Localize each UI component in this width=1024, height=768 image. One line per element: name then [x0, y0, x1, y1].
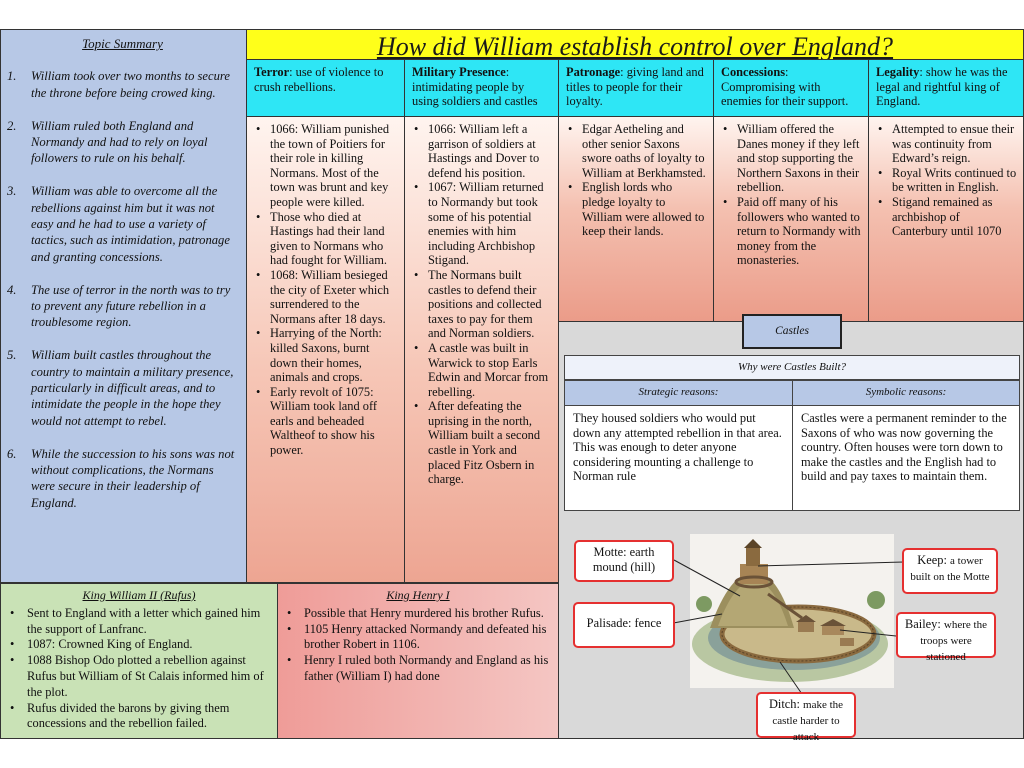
- list-item: 1067: William returned to Normandy but t…: [411, 180, 552, 268]
- list-item: 1066: William punished the town of Poiti…: [253, 122, 398, 210]
- ditch-label: Ditch: make the castle harder to attack: [756, 692, 856, 743]
- category-description: : use of violence to crush rebellions.: [254, 65, 384, 94]
- keep-label-term: Keep:: [917, 553, 947, 567]
- list-item: English lords who pledge loyalty to Will…: [565, 180, 707, 238]
- motte-label: Motte: earth mound (hill): [574, 540, 674, 582]
- king-henry-i-points: Possible that Henry murdered his brother…: [286, 606, 550, 685]
- military-presence-points: 1066: William left a garrison of soldier…: [411, 122, 552, 487]
- terror-details: 1066: William punished the town of Poiti…: [246, 116, 405, 583]
- summary-item-number: 2.: [7, 118, 17, 133]
- category-term: Military Presence: [412, 65, 506, 79]
- summary-item-number: 5.: [7, 348, 17, 363]
- list-item: After defeating the uprising in the nort…: [411, 399, 552, 487]
- category-description: : intimidating people by using soldiers …: [412, 65, 538, 109]
- topic-summary-list: 1. William took over two months to secure…: [7, 68, 238, 511]
- symbolic-reasons-heading: Symbolic reasons:: [792, 380, 1020, 406]
- summary-item-number: 4.: [7, 282, 17, 297]
- king-william-ii-points: Sent to England with a letter which gain…: [9, 606, 269, 732]
- bailey-label: Bailey: where the troops were stationed: [896, 612, 996, 663]
- bailey-label-description: where the troops were stationed: [920, 619, 987, 663]
- summary-item: 3. William was able to overcome all the r…: [7, 183, 238, 265]
- strategic-reasons-text: They housed soldiers who would put down …: [564, 405, 793, 511]
- king-henry-i-panel: King Henry I Possible that Henry murdere…: [277, 583, 559, 739]
- category-term: Patronage: [566, 65, 621, 79]
- list-item: 1066: William left a garrison of soldier…: [411, 122, 552, 180]
- category-description: : Compromising with enemies for their su…: [721, 65, 849, 109]
- king-william-ii-title: King William II (Rufus): [82, 588, 196, 602]
- concessions-details: William offered the Danes money if they …: [713, 116, 869, 322]
- category-description: : show he was the legal and rightful kin…: [876, 65, 1008, 109]
- castle-drawing: [692, 539, 888, 682]
- category-header-legality: Legality: show he was the legal and righ…: [868, 59, 1024, 117]
- summary-item-text: William was able to overcome all the reb…: [31, 184, 230, 264]
- list-item: Stigand remained as archbishop of Canter…: [875, 195, 1017, 239]
- motte-label-text: Motte: earth mound (hill): [592, 545, 656, 574]
- bailey-label-term: Bailey:: [905, 617, 941, 631]
- topic-summary-panel: Topic Summary 1. William took over two mo…: [0, 29, 247, 583]
- list-item: Harrying of the North: killed Saxons, bu…: [253, 326, 398, 384]
- list-item: Early revolt of 1075: William took land …: [253, 385, 398, 458]
- keep-label-description: a tower built on the Motte: [910, 555, 990, 583]
- summary-item: 2. William ruled both England and Normand…: [7, 118, 238, 167]
- patronage-points: Edgar Aetheling and other senior Saxons …: [565, 122, 707, 239]
- list-item: A castle was built in Warwick to stop Ea…: [411, 341, 552, 399]
- list-item: Royal Writs continued to be written in E…: [875, 166, 1017, 195]
- legality-points: Attempted to ensue their was continuity …: [875, 122, 1017, 239]
- legality-details: Attempted to ensue their was continuity …: [868, 116, 1024, 322]
- list-item: Rufus divided the barons by giving them …: [9, 701, 269, 733]
- king-henry-i-title: King Henry I: [386, 588, 450, 602]
- list-item: Paid off many of his followers who wante…: [720, 195, 862, 268]
- ditch-label-term: Ditch:: [768, 697, 800, 711]
- patronage-details: Edgar Aetheling and other senior Saxons …: [558, 116, 714, 322]
- list-item: 1088 Bishop Odo plotted a rebellion agai…: [9, 653, 269, 700]
- motte-and-bailey-illustration: [690, 534, 894, 688]
- terror-points: 1066: William punished the town of Poiti…: [253, 122, 398, 458]
- castles-heading: Castles: [742, 314, 842, 349]
- list-item: Henry I ruled both Normandy and England …: [286, 653, 550, 685]
- list-item: 1068: William besieged the city of Exete…: [253, 268, 398, 326]
- page-title: How did William establish control over E…: [246, 29, 1024, 60]
- list-item: William offered the Danes money if they …: [720, 122, 862, 195]
- summary-item: 4. The use of terror in the north was to …: [7, 282, 238, 331]
- military-presence-details: 1066: William left a garrison of soldier…: [404, 116, 559, 583]
- symbolic-reasons-text: Castles were a permanent reminder to the…: [792, 405, 1020, 511]
- summary-item-number: 6.: [7, 446, 17, 461]
- category-header-concessions: Concessions: Compromising with enemies f…: [713, 59, 869, 117]
- list-item: Those who died at Hastings had their lan…: [253, 210, 398, 268]
- list-item: Attempted to ensue their was continuity …: [875, 122, 1017, 166]
- ditch-label-description: make the castle harder to attack: [772, 699, 844, 743]
- summary-item: 6. While the succession to his sons was n…: [7, 446, 238, 512]
- summary-item-text: William took over two months to secure t…: [31, 69, 230, 100]
- concessions-points: William offered the Danes money if they …: [720, 122, 862, 268]
- list-item: Possible that Henry murdered his brother…: [286, 606, 550, 622]
- list-item: 1105 Henry attacked Normandy and defeate…: [286, 622, 550, 654]
- list-item: Sent to England with a letter which gain…: [9, 606, 269, 638]
- why-castles-built-heading: Why were Castles Built?: [564, 355, 1020, 380]
- category-description: : giving land and titles to people for t…: [566, 65, 704, 109]
- keep-label: Keep: a tower built on the Motte: [902, 548, 998, 594]
- summary-item: 1. William took over two months to secure…: [7, 68, 238, 101]
- category-term: Legality: [876, 65, 920, 79]
- category-header-terror: Terror: use of violence to crush rebelli…: [246, 59, 405, 117]
- category-term: Terror: [254, 65, 290, 79]
- summary-item-number: 3.: [7, 184, 17, 199]
- king-william-ii-panel: King William II (Rufus) Sent to England …: [0, 583, 278, 739]
- category-term: Concessions: [721, 65, 786, 79]
- category-header-military-presence: Military Presence: intimidating people b…: [404, 59, 559, 117]
- summary-item-text: While the succession to his sons was not…: [31, 446, 235, 510]
- summary-item-text: William ruled both England and Normandy …: [31, 118, 208, 166]
- summary-item-text: William built castles throughout the cou…: [31, 348, 234, 428]
- list-item: The Normans built castles to defend thei…: [411, 268, 552, 341]
- list-item: 1087: Crowned King of England.: [9, 637, 269, 653]
- summary-item: 5. William built castles throughout the c…: [7, 347, 238, 429]
- summary-item-text: The use of terror in the north was to tr…: [31, 282, 231, 330]
- list-item: Edgar Aetheling and other senior Saxons …: [565, 122, 707, 180]
- summary-item-number: 1.: [7, 69, 17, 84]
- palisade-label: Palisade: fence: [573, 602, 675, 648]
- topic-summary-title: Topic Summary: [82, 36, 163, 51]
- palisade-label-text: Palisade: fence: [586, 616, 662, 630]
